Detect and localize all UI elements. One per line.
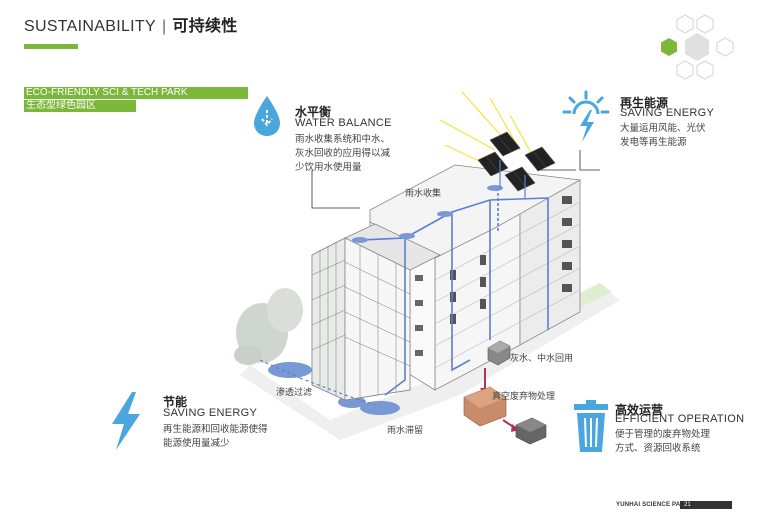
footer-page-number: 21 (680, 501, 732, 509)
leader-lines (311, 150, 600, 209)
water-desc-line: 少饮用水使用量 (295, 162, 362, 173)
trash-bin-icon (574, 400, 608, 452)
water-drop-icon (254, 96, 280, 136)
energy-left-title-en: SAVING ENERGY (163, 407, 258, 419)
operation-title-zh: 高效运营 (615, 403, 664, 417)
operation-desc: 便于管理的废弃物处理 方式、资源回收系统 (615, 428, 710, 456)
footer-project-name: YUNHAI SCIENCE PARK (616, 502, 690, 508)
retention-pond (360, 401, 400, 415)
title-underline (24, 44, 78, 49)
energy-left-desc: 再生能源和回收能源使得 能源使用量减少 (163, 423, 268, 451)
water-desc-line: 灰水回收的应用得以减 (295, 148, 391, 159)
lightning-bolt-icon (112, 392, 140, 450)
energy-left-desc-line: 再生能源和回收能源使得 (163, 424, 268, 435)
hexagon-pattern-icon (661, 14, 734, 80)
front-block (311, 223, 441, 401)
grey-water-tank (487, 340, 511, 366)
energy-top-desc-line: 发电等再生能源 (620, 137, 687, 148)
water-title-zh: 水平衡 (295, 105, 332, 119)
water-desc-line: 雨水收集系统和中水、 (295, 134, 391, 145)
infiltration-pond (268, 362, 312, 378)
energy-top-desc-line: 大量运用风能、光伏 (620, 123, 706, 134)
operation-title-en: EFFICIENT OPERATION (615, 413, 745, 425)
water-title-en: WATER BALANCE (295, 117, 392, 129)
eco-park-band-en: ECO-FRIENDLY SCI & TECH PARK (24, 87, 248, 99)
energy-top-desc: 大量运用风能、光伏 发电等再生能源 (620, 122, 706, 150)
title-separator: | (161, 18, 167, 35)
water-desc: 雨水收集系统和中水、 灰水回收的应用得以减 少饮用水使用量 (295, 133, 390, 175)
solar-rays (439, 91, 536, 166)
solar-panel-grid (485, 135, 547, 188)
ground-drainage (259, 359, 376, 406)
sun-bolt-icon (562, 90, 610, 142)
operation-desc-line: 便于管理的废弃物处理 (615, 429, 711, 440)
solar-feed-lines (499, 160, 526, 198)
waste-flow (463, 368, 547, 445)
rain-retention-label: 雨水滞留 (387, 425, 424, 435)
eco-park-band-zh: 生态型绿色园区 (24, 100, 136, 112)
page-title: SUSTAINABILITY | 可持续性 (24, 12, 238, 36)
energy-top-title-en: SAVING ENERGY (620, 107, 715, 119)
operation-desc-line: 方式、资源回收系统 (615, 443, 701, 454)
rain-collect-label: 雨水收集 (405, 188, 442, 198)
infiltration-label: 渗透过滤 (276, 387, 313, 397)
vacuum-waste-label: 真空废弃物处理 (492, 391, 556, 401)
energy-left-title-zh: 节能 (163, 395, 188, 409)
title-zh: 可持续性 (172, 18, 238, 35)
rain-collectors (352, 185, 503, 243)
grey-water-label: 灰水、中水回用 (510, 353, 574, 363)
energy-left-desc-line: 能源使用量减少 (163, 438, 230, 449)
energy-top-title-zh: 再生能源 (620, 96, 669, 110)
title-en: SUSTAINABILITY (24, 18, 156, 35)
